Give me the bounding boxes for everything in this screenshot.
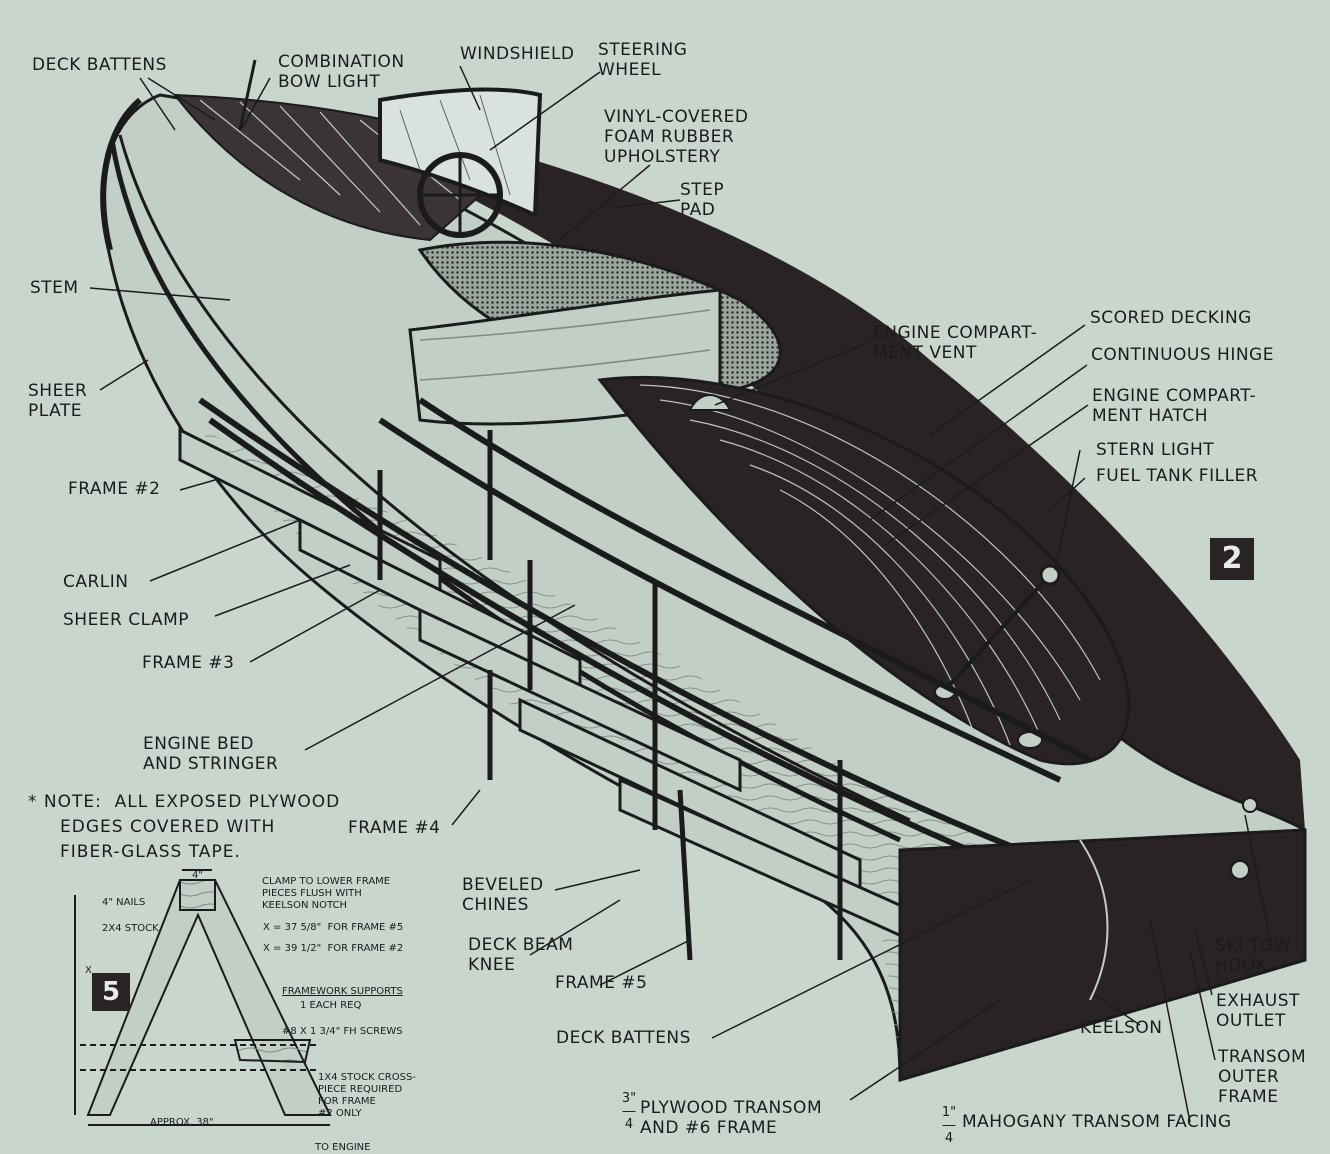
label-continuous-hinge: CONTINUOUS HINGE (1091, 345, 1274, 365)
label-step-pad: STEP PAD (680, 180, 725, 220)
detail-x-label: X (85, 965, 92, 976)
detail-nails: 4" NAILS (102, 897, 146, 908)
detail-x-frame5: X = 37 5/8" FOR FRAME #5 (263, 922, 404, 933)
label-frame-3: FRAME #3 (142, 653, 235, 673)
label-mahogany-facing: MAHOGANY TRANSOM FACING (962, 1112, 1232, 1132)
label-carlin: CARLIN (63, 572, 129, 592)
label-deck-beam-knee: DECK BEAM KNEE (468, 935, 574, 975)
stern-light-pole (943, 573, 1052, 692)
detail-supports-req: 1 EACH REQ (300, 1000, 362, 1011)
label-stern-light: STERN LIGHT (1096, 440, 1215, 460)
detail-number-badge: 5 (92, 973, 130, 1011)
exhaust (1230, 860, 1250, 880)
figure-number-badge: 2 (1210, 538, 1254, 580)
detail-screws: #8 X 1 3/4" FH SCREWS (282, 1026, 403, 1037)
ski-hook (1242, 797, 1258, 813)
note-fiberglass-tape: * NOTE: ALL EXPOSED PLYWOOD EDGES COVERE… (28, 792, 341, 862)
framework-support-detail (74, 869, 332, 1126)
label-vinyl-upholstery: VINYL-COVERED FOAM RUBBER UPHOLSTERY (604, 107, 749, 167)
label-windshield: WINDSHIELD (460, 44, 575, 64)
engine-vent (688, 394, 732, 411)
detail-crosspiece: 1X4 STOCK CROSS- PIECE REQUIRED FOR FRAM… (318, 1072, 416, 1119)
label-fuel-tank-filler: FUEL TANK FILLER (1096, 466, 1259, 486)
label-deck-battens-bottom: DECK BATTENS (556, 1028, 691, 1048)
sheer-clamp (208, 417, 1042, 883)
label-steering-wheel: STEERING WHEEL (598, 40, 688, 80)
mahogany-fraction: 1"―4 (941, 1105, 957, 1146)
label-ski-tow-hook: SKI TOW HOOK (1215, 936, 1292, 976)
label-engine-compartment-vent: ENGINE COMPART- MENT VENT (873, 323, 1038, 363)
detail-stock: 2X4 STOCK (102, 923, 159, 934)
label-deck-battens-top: DECK BATTENS (32, 55, 167, 75)
transom (898, 828, 1307, 1083)
label-beveled-chines: BEVELED CHINES (462, 875, 544, 915)
carlin (198, 397, 1022, 853)
detail-supports-title: FRAMEWORK SUPPORTS (282, 986, 403, 997)
detail-clamp-note: CLAMP TO LOWER FRAME PIECES FLUSH WITH K… (262, 876, 391, 911)
label-transom-outer-frame: TRANSOM OUTER FRAME (1218, 1047, 1307, 1107)
label-stem: STEM (30, 278, 79, 298)
label-frame-4: FRAME #4 (348, 818, 441, 838)
detail-engine: TO ENGINE (315, 1142, 371, 1153)
label-sheer-plate: SHEER PLATE (28, 381, 88, 421)
label-keelson: KEELSON (1080, 1018, 1163, 1038)
plywood-fraction: 3"―4 (621, 1091, 637, 1132)
label-sheer-clamp: SHEER CLAMP (63, 610, 190, 630)
detail-x-frame2: X = 39 1/2" FOR FRAME #2 (263, 943, 404, 954)
engine-bed (378, 417, 1062, 783)
leader-lines (89, 65, 1271, 1123)
detail-approx: APPROX. 38" (150, 1117, 214, 1128)
label-scored-decking: SCORED DECKING (1090, 308, 1252, 328)
label-frame-5: FRAME #5 (555, 973, 648, 993)
label-plywood-transom: PLYWOOD TRANSOM AND #6 FRAME (640, 1098, 823, 1138)
stem (100, 97, 142, 251)
label-exhaust-outlet: EXHAUST OUTLET (1216, 991, 1300, 1031)
hull-dark-side (175, 95, 1305, 830)
label-engine-bed: ENGINE BED AND STRINGER (143, 734, 279, 774)
label-frame-2: FRAME #2 (68, 479, 161, 499)
engine-hatch (597, 375, 1131, 766)
label-combination-bow-light: COMBINATION BOW LIGHT (278, 52, 405, 92)
detail-width-top: 4" (192, 870, 203, 881)
label-engine-compartment-hatch: ENGINE COMPART- MENT HATCH (1092, 386, 1257, 426)
